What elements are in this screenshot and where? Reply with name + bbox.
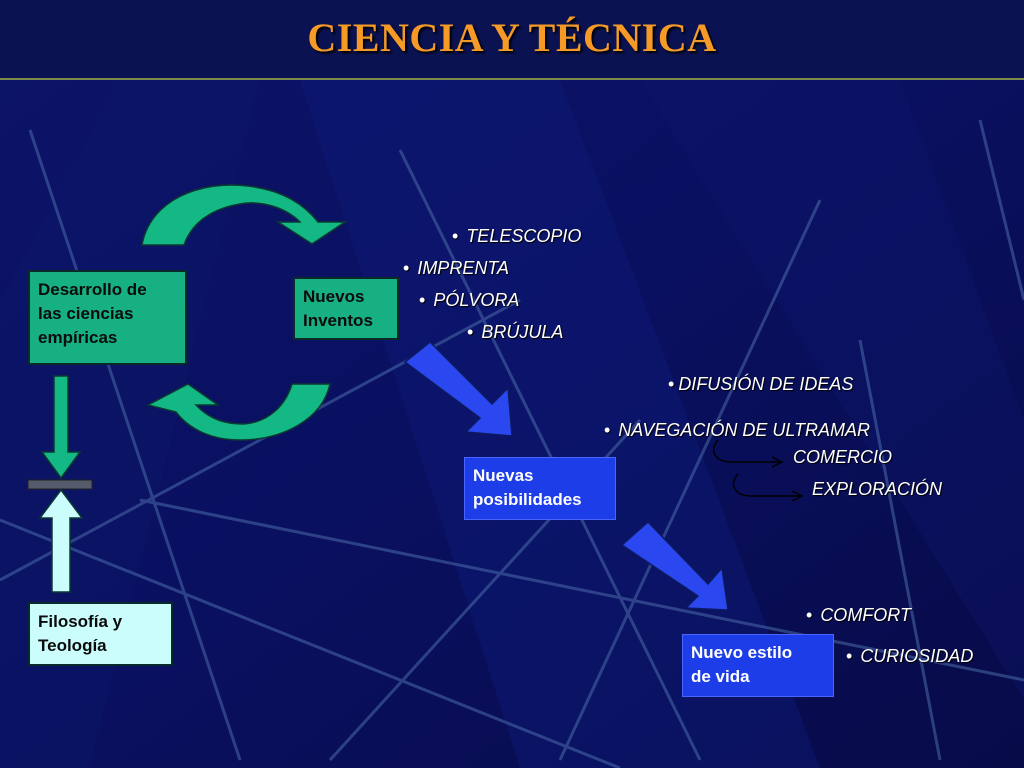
- connector-exploracion: [732, 473, 800, 497]
- list-item-imprenta: • IMPRENTA: [403, 258, 509, 279]
- up-arrow-cyan: [38, 488, 84, 593]
- arrow-to-posibilidades: [403, 340, 513, 437]
- list-item-comfort: • COMFORT: [806, 605, 911, 626]
- box-filosofia-teologia: Filosofía y Teología: [28, 602, 173, 666]
- bullet-icon: •: [419, 290, 426, 310]
- connector-comercio-head: [771, 456, 784, 468]
- item-label: DIFUSIÓN DE IDEAS: [678, 374, 854, 394]
- item-label: IMPRENTA: [417, 258, 509, 278]
- arrow-to-estilo: [620, 520, 729, 611]
- bullet-icon: •: [403, 258, 410, 278]
- cycle-arrow-top: [141, 184, 348, 246]
- item-label: EXPLORACIÓN: [812, 479, 943, 499]
- item-label: PÓLVORA: [433, 290, 520, 310]
- item-label: CURIOSIDAD: [860, 646, 974, 666]
- list-item-comercio: COMERCIO: [793, 447, 892, 468]
- item-label: NAVEGACIÓN DE ULTRAMAR: [618, 420, 871, 440]
- connector-exploracion-head: [791, 490, 804, 502]
- box-inventos-label: Nuevos Inventos: [303, 287, 373, 330]
- list-item-navegacion: • NAVEGACIÓN DE ULTRAMAR: [604, 420, 870, 441]
- barrier-bar: [27, 479, 93, 490]
- box-nuevos-inventos: Nuevos Inventos: [293, 277, 399, 340]
- box-filosofia-label: Filosofía y Teología: [38, 612, 123, 655]
- bullet-icon: •: [806, 605, 813, 625]
- bullet-icon: •: [604, 420, 611, 440]
- item-label: TELESCOPIO: [466, 226, 582, 246]
- box-posibilidades-label: Nuevas posibilidades: [473, 466, 582, 509]
- bullet-icon: •: [846, 646, 853, 666]
- bullet-icon: •: [467, 322, 474, 342]
- down-arrow-green: [40, 375, 82, 480]
- page-title: CIENCIA Y TÉCNICA: [307, 15, 717, 60]
- box-ciencias-label: Desarrollo de las ciencias empíricas: [38, 280, 147, 347]
- list-item-curiosidad: • CURIOSIDAD: [846, 646, 973, 667]
- box-nuevas-posibilidades: Nuevas posibilidades: [464, 457, 616, 520]
- list-item-exploracion: EXPLORACIÓN: [812, 479, 942, 500]
- box-nuevo-estilo: Nuevo estilo de vida: [682, 634, 834, 697]
- connector-comercio: [712, 439, 780, 463]
- item-label: COMFORT: [820, 605, 911, 625]
- item-label: BRÚJULA: [481, 322, 564, 342]
- item-label: COMERCIO: [793, 447, 892, 467]
- bullet-icon: •: [452, 226, 459, 246]
- bullet-icon: •: [668, 374, 675, 394]
- box-ciencias-empiricas: Desarrollo de las ciencias empíricas: [28, 270, 187, 365]
- list-item-difusion: •DIFUSIÓN DE IDEAS: [668, 374, 853, 395]
- list-item-brujula: • BRÚJULA: [467, 322, 563, 343]
- cycle-arrow-bottom: [145, 383, 331, 441]
- box-estilo-label: Nuevo estilo de vida: [691, 643, 793, 686]
- list-item-telescopio: • TELESCOPIO: [452, 226, 581, 247]
- list-item-polvora: • PÓLVORA: [419, 290, 519, 311]
